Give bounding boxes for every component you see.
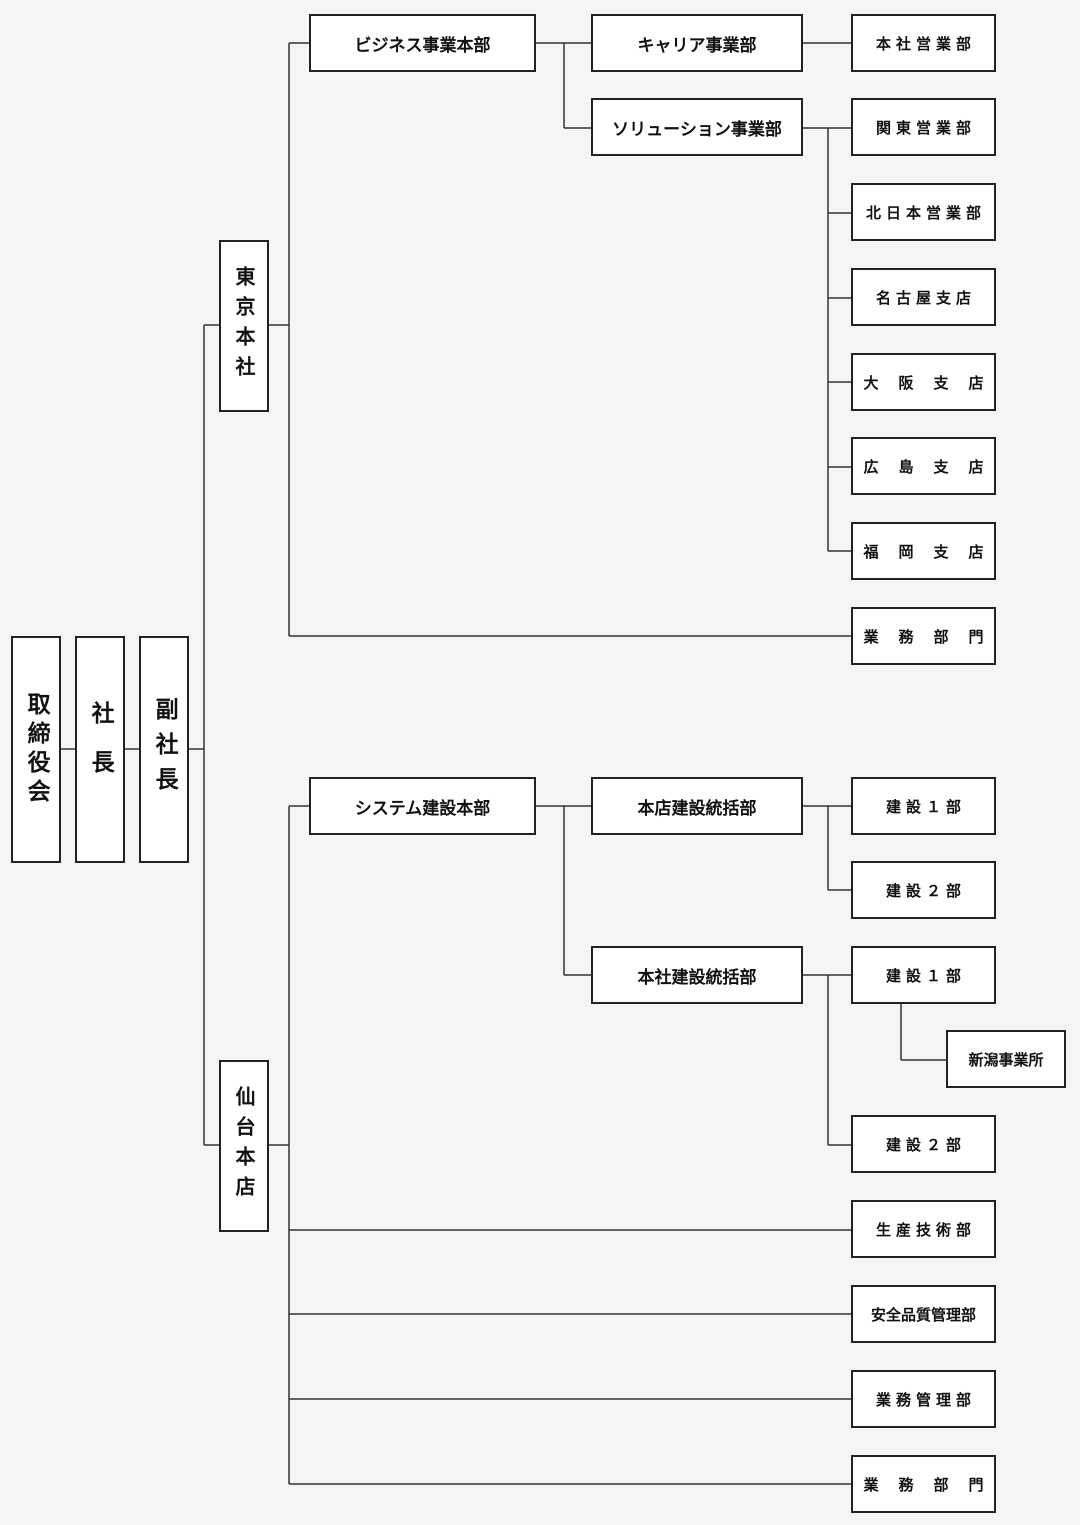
kanto-sales-label: 関東営業部 bbox=[875, 118, 976, 137]
president-label: 社長 bbox=[87, 700, 114, 799]
construction-2-b-box: 建設２部 bbox=[851, 1115, 996, 1173]
career-dept-box: キャリア事業部 bbox=[591, 14, 803, 72]
niigata-office-box: 新潟事業所 bbox=[946, 1030, 1066, 1088]
sendai-hq-label: 仙台本店 bbox=[232, 1086, 256, 1206]
business-management-label: 業務管理部 bbox=[875, 1390, 976, 1409]
osaka-branch-label: 大阪支店 bbox=[863, 373, 1004, 392]
construction-1-a-box: 建設１部 bbox=[851, 777, 996, 835]
business-management-box: 業務管理部 bbox=[851, 1370, 996, 1428]
honsha-construction-box: 本社建設統括部 bbox=[591, 946, 803, 1004]
system-division-box: システム建設本部 bbox=[309, 777, 536, 835]
head-office-sales-box: 本社営業部 bbox=[851, 14, 996, 72]
construction-1-b-box: 建設１部 bbox=[851, 946, 996, 1004]
president-box: 社長 bbox=[75, 636, 125, 863]
board-label: 取締役会 bbox=[23, 691, 50, 808]
construction-2-a-box: 建設２部 bbox=[851, 861, 996, 919]
production-tech-label: 生産技術部 bbox=[875, 1220, 976, 1239]
solution-dept-label: ソリューション事業部 bbox=[612, 119, 782, 140]
production-tech-box: 生産技術部 bbox=[851, 1200, 996, 1258]
fukuoka-branch-box: 福岡支店 bbox=[851, 522, 996, 580]
business-division-label: ビジネス事業本部 bbox=[354, 35, 491, 56]
sendai-general-affairs-label: 業務部門 bbox=[863, 1475, 1004, 1494]
construction-2-a-label: 建設２部 bbox=[885, 881, 966, 900]
sendai-general-affairs-box: 業務部門 bbox=[851, 1455, 996, 1513]
nagoya-branch-box: 名古屋支店 bbox=[851, 268, 996, 326]
safety-quality-label: 安全品質管理部 bbox=[870, 1305, 976, 1324]
tokyo-general-affairs-label: 業務部門 bbox=[863, 627, 1004, 646]
osaka-branch-box: 大阪支店 bbox=[851, 353, 996, 411]
honten-construction-label: 本店建設統括部 bbox=[637, 798, 757, 819]
board-of-directors-box: 取締役会 bbox=[11, 636, 61, 863]
honten-construction-box: 本店建設統括部 bbox=[591, 777, 803, 835]
niigata-office-label: 新潟事業所 bbox=[968, 1050, 1044, 1069]
safety-quality-box: 安全品質管理部 bbox=[851, 1285, 996, 1343]
north-japan-sales-label: 北日本営業部 bbox=[865, 203, 986, 222]
system-division-label: システム建設本部 bbox=[354, 798, 491, 819]
sendai-hq-box: 仙台本店 bbox=[219, 1060, 269, 1232]
kanto-sales-box: 関東営業部 bbox=[851, 98, 996, 156]
construction-2-b-label: 建設２部 bbox=[885, 1135, 966, 1154]
vice-president-label: 副社長 bbox=[151, 697, 178, 802]
head-office-sales-label: 本社営業部 bbox=[875, 34, 976, 53]
honsha-construction-label: 本社建設統括部 bbox=[637, 967, 757, 988]
tokyo-hq-box: 東京本社 bbox=[219, 240, 269, 412]
hiroshima-branch-label: 広島支店 bbox=[863, 457, 1004, 476]
vice-president-box: 副社長 bbox=[139, 636, 189, 863]
tokyo-general-affairs-box: 業務部門 bbox=[851, 607, 996, 665]
hiroshima-branch-box: 広島支店 bbox=[851, 437, 996, 495]
nagoya-branch-label: 名古屋支店 bbox=[875, 288, 976, 307]
tokyo-hq-label: 東京本社 bbox=[232, 266, 256, 386]
north-japan-sales-box: 北日本営業部 bbox=[851, 183, 996, 241]
fukuoka-branch-label: 福岡支店 bbox=[863, 542, 1004, 561]
construction-1-b-label: 建設１部 bbox=[885, 966, 966, 985]
business-division-box: ビジネス事業本部 bbox=[309, 14, 536, 72]
solution-dept-box: ソリューション事業部 bbox=[591, 98, 803, 156]
career-dept-label: キャリア事業部 bbox=[637, 35, 757, 56]
construction-1-a-label: 建設１部 bbox=[885, 797, 966, 816]
